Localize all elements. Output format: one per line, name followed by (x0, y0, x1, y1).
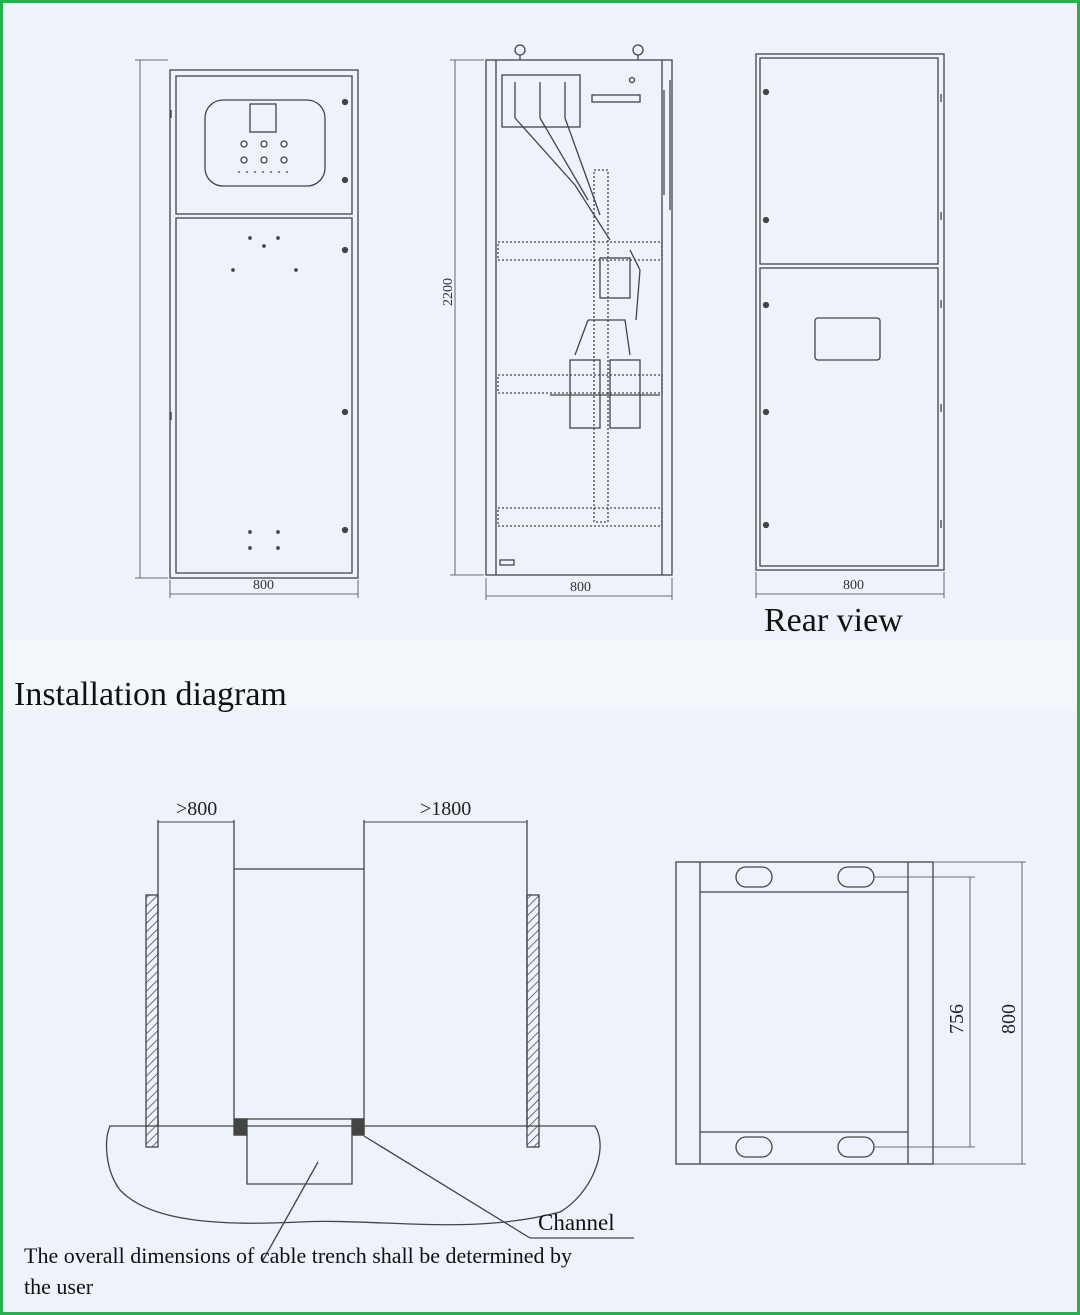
channel-label: Channel (538, 1210, 615, 1235)
base-outer-depth-dim: 800 (998, 1004, 1020, 1034)
base-plan (675, 861, 1026, 1165)
front-clearance-dim: >800 (176, 798, 218, 820)
rear-view (755, 53, 945, 598)
rear-clearance-dim: >1800 (420, 798, 472, 820)
front-width-dim: 800 (253, 578, 274, 593)
rear-view-label: Rear view (764, 602, 903, 639)
cable-trench-note: The overall dimensions of cable trench s… (24, 1243, 572, 1299)
side-view (450, 44, 673, 600)
installation-heading: Installation diagram (14, 676, 287, 713)
heading-band (3, 640, 1077, 710)
side-height-dim: 2200 (441, 278, 456, 306)
front-view (135, 59, 359, 598)
rear-width-dim: 800 (843, 578, 864, 593)
side-width-dim: 800 (570, 580, 591, 595)
base-inner-depth-dim: 756 (946, 1004, 968, 1034)
installation-section (105, 820, 634, 1263)
